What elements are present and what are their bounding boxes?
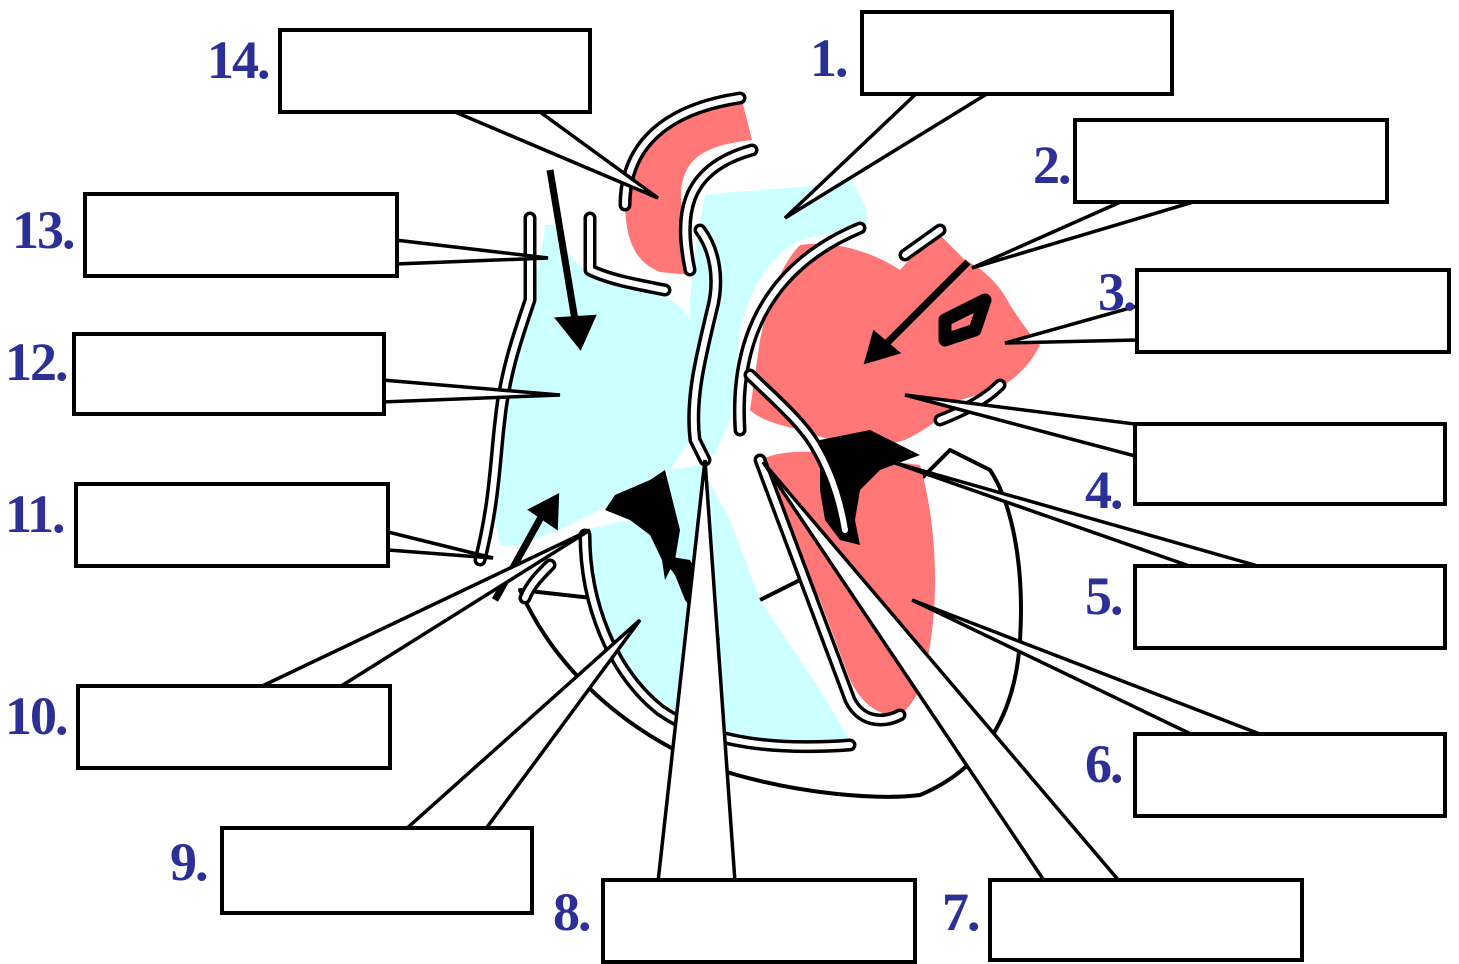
label-5-number: 5. — [1085, 566, 1122, 626]
label-3: 3. — [1005, 262, 1449, 352]
label-10-answer-box[interactable] — [78, 686, 390, 768]
label-7-answer-box[interactable] — [990, 880, 1302, 960]
label-4: 4. — [905, 395, 1445, 520]
label-14-answer-box[interactable] — [280, 30, 590, 112]
label-5-answer-box[interactable] — [1135, 566, 1445, 648]
label-1-answer-box[interactable] — [862, 12, 1172, 94]
label-2: 2. — [972, 120, 1387, 268]
label-12: 12. — [5, 332, 560, 414]
label-14: 14. — [207, 30, 658, 198]
label-3-number: 3. — [1098, 262, 1135, 322]
label-2-number: 2. — [1033, 135, 1070, 195]
label-11: 11. — [5, 484, 493, 566]
label-11-answer-box[interactable] — [76, 484, 388, 566]
label-14-number: 14. — [207, 30, 269, 90]
label-7-number: 7. — [942, 882, 979, 942]
label-12-number: 12. — [5, 332, 67, 392]
label-4-number: 4. — [1085, 460, 1122, 520]
label-6-number: 6. — [1085, 734, 1122, 794]
label-6-answer-box[interactable] — [1135, 734, 1445, 816]
label-13-number: 13. — [12, 200, 74, 260]
label-13: 13. — [12, 194, 548, 276]
label-4-answer-box[interactable] — [1135, 424, 1445, 504]
label-2-answer-box[interactable] — [1075, 120, 1387, 202]
label-13-answer-box[interactable] — [85, 194, 397, 276]
label-10-number: 10. — [5, 686, 67, 746]
label-8-answer-box[interactable] — [603, 880, 915, 962]
label-3-answer-box[interactable] — [1137, 270, 1449, 352]
label-9-number: 9. — [170, 832, 207, 892]
label-12-answer-box[interactable] — [74, 334, 384, 414]
label-1-number: 1. — [810, 28, 847, 88]
label-11-number: 11. — [5, 484, 64, 544]
label-9-answer-box[interactable] — [222, 828, 532, 913]
label-8-number: 8. — [553, 882, 590, 942]
